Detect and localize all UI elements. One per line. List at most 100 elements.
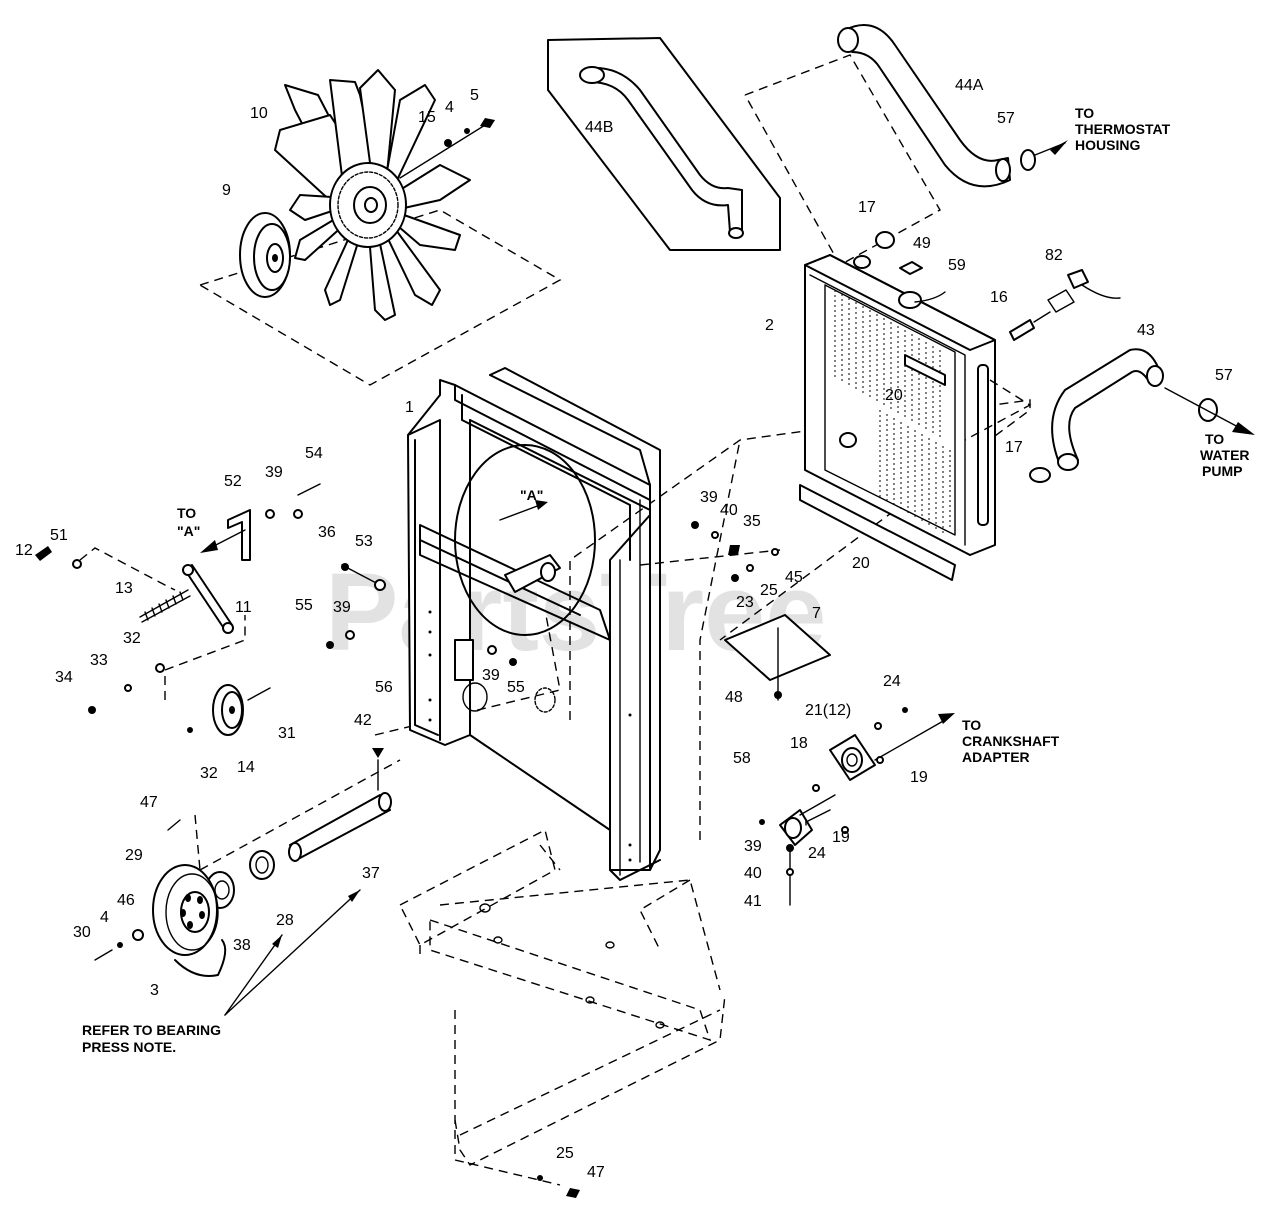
callout-57: 57 [997,110,1015,127]
callout-40: 40 [744,865,762,882]
callout-10: 10 [250,105,268,122]
fan-assembly [274,69,471,321]
callout-44a: 44A [955,77,984,94]
callout-39: 39 [333,599,351,616]
note-crankshaft: ADAPTER [962,749,1030,765]
callout-labels: 1 2 3 4 4 5 7 9 10 11 12 13 14 15 16 17 … [15,77,1233,1181]
callout-59: 59 [948,257,966,274]
idler-shaft [199,748,401,909]
callout-4: 4 [100,909,109,926]
fan-fasteners [399,118,495,179]
note-crankshaft: TO [962,717,981,733]
callout-52: 52 [224,473,242,490]
callout-38: 38 [233,937,251,954]
callout-5: 5 [470,87,479,104]
callout-25: 25 [556,1145,574,1162]
callout-17: 17 [858,199,876,216]
callout-25: 25 [760,582,778,599]
callout-9: 9 [222,182,231,199]
callout-34: 34 [55,669,73,686]
note-water-pump: PUMP [1202,463,1242,479]
callout-51: 51 [50,527,68,544]
callout-45: 45 [785,569,803,586]
callout-54: 54 [305,445,323,462]
callout-3: 3 [150,982,159,999]
hose-44a [837,24,1068,188]
callout-4: 4 [445,99,454,116]
radiator-frame [407,367,661,881]
callout-11: 11 [235,599,252,616]
note-thermostat: TO [1075,105,1094,121]
callout-42: 42 [354,712,372,729]
note-thermostat: HOUSING [1075,137,1140,153]
view-a-label: "A" [520,487,543,503]
callout-20: 20 [885,387,903,404]
callout-55: 55 [295,597,313,614]
callout-19: 19 [832,829,850,846]
tensioner-assembly [35,483,321,736]
callout-39: 39 [700,489,718,506]
radiator [799,254,1032,581]
callout-55: 55 [507,679,525,696]
callout-49: 49 [913,235,931,252]
callout-56: 56 [375,679,393,696]
fan-spacer [239,212,291,298]
callout-7: 7 [812,605,821,622]
hose-44b-box [547,37,781,251]
callout-15: 15 [418,109,436,126]
frame-fasteners [326,563,517,666]
callout-46: 46 [117,892,135,909]
callout-82: 82 [1045,247,1063,264]
callout-32: 32 [123,630,141,647]
note-bearing: REFER TO BEARING [82,1022,221,1038]
hose-clamps [875,231,1218,483]
callout-28: 28 [276,912,294,929]
callout-24: 24 [883,673,901,690]
callout-36: 36 [318,524,336,541]
callout-47: 47 [140,794,158,811]
callout-47: 47 [587,1164,605,1181]
callout-30: 30 [73,924,91,941]
callout-41: 41 [744,893,762,910]
callout-44b: 44B [585,119,613,136]
note-water-pump: WATER [1200,447,1250,463]
callout-35: 35 [743,513,761,530]
callout-39: 39 [744,838,762,855]
bracket-7 [724,614,831,701]
note-crankshaft: CRANKSHAFT [962,733,1060,749]
callout-57: 57 [1215,367,1233,384]
callout-19: 19 [910,769,928,786]
callout-48: 48 [725,689,743,706]
callout-33: 33 [90,652,108,669]
note-thermostat: THERMOSTAT [1075,121,1171,137]
note-bearing: PRESS NOTE. [82,1039,176,1055]
callout-53: 53 [355,533,373,550]
callout-40: 40 [720,502,738,519]
callout-29: 29 [125,847,143,864]
callout-18: 18 [790,735,808,752]
callout-20: 20 [852,555,870,572]
callout-21: 21(12) [805,702,851,719]
callout-16: 16 [990,289,1008,306]
callout-12: 12 [15,542,33,559]
note-leaders [224,889,361,1016]
callout-37: 37 [362,865,380,882]
callout-1: 1 [405,399,414,416]
base-rails [399,828,726,1198]
callout-39: 39 [482,667,500,684]
callout-39: 39 [265,464,283,481]
callout-58: 58 [733,750,751,767]
note-water-pump: TO [1205,431,1224,447]
callout-13: 13 [115,580,133,597]
callout-43: 43 [1137,322,1155,339]
callout-31: 31 [278,725,296,742]
hose-43 [1051,348,1255,471]
note-to-a: TO [177,505,196,521]
callout-17: 17 [1005,439,1023,456]
callout-14: 14 [237,759,255,776]
side-fasteners [639,521,781,582]
routing-notes: TO THERMOSTAT HOUSING TO WATER PUMP TO C… [82,105,1250,1055]
radiator-fittings [898,261,1121,341]
callout-23: 23 [736,594,754,611]
